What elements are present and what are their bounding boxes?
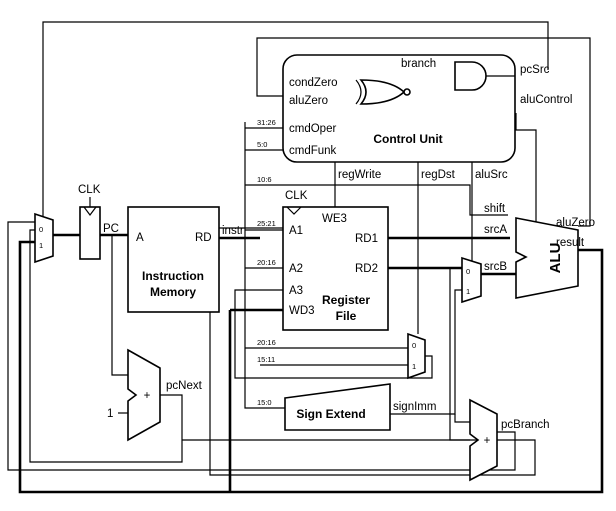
alucontrol-label: aluControl <box>520 94 572 106</box>
regdst-mux-input-0: 0 <box>412 341 416 350</box>
alu-title: ALU <box>547 243 564 274</box>
xnor-gate-back-curve <box>355 79 362 105</box>
field-15-11: 15:11 <box>257 355 275 364</box>
aluzero-cu-label: aluZero <box>289 95 328 107</box>
pcnext-label: pcNext <box>166 380 203 392</box>
signimm-label: signImm <box>393 401 436 413</box>
pcsrc-label: pcSrc <box>520 64 550 76</box>
srcb-mux-input-0: 0 <box>466 267 470 276</box>
rf-port-rd1: RD1 <box>355 233 378 245</box>
condzero-label: condZero <box>289 77 338 89</box>
branch-adder-plus: + <box>484 435 491 447</box>
pc-mux-input-1: 1 <box>39 241 43 250</box>
srca-label: srcA <box>484 224 507 236</box>
pc-adder <box>127 348 161 442</box>
regdst-mux <box>407 332 426 380</box>
srcb-label: srcB <box>484 261 507 273</box>
and-gate <box>454 61 487 91</box>
regdst-label: regDst <box>421 169 456 181</box>
pc-clock-triangle <box>83 206 97 216</box>
pc-mux <box>34 212 54 264</box>
aluzero-label: aluZero <box>556 217 595 229</box>
pc-label: PC <box>103 223 119 235</box>
alusrc-label: aluSrc <box>475 169 508 181</box>
field-20-16-a2: 20:16 <box>257 258 276 267</box>
sign-extend-title: Sign Extend <box>296 407 365 421</box>
shift-label: shift <box>484 203 506 215</box>
rf-port-a1: A1 <box>289 225 303 237</box>
sign-extend <box>284 383 391 431</box>
pc-clk-label: CLK <box>78 184 101 196</box>
regwrite-label: regWrite <box>338 169 381 181</box>
pc-adder-plus: + <box>144 390 151 402</box>
cmdoper-label: cmdOper <box>289 123 336 135</box>
xnor-gate-bubble <box>403 88 411 96</box>
field-31-26: 31:26 <box>257 118 276 127</box>
branch-label: branch <box>401 58 436 70</box>
rf-port-we3: WE3 <box>322 213 347 225</box>
field-5-0: 5:0 <box>257 140 267 149</box>
rf-clock-triangle <box>286 206 302 215</box>
pc-adder-const: 1 <box>107 408 113 420</box>
srcb-mux <box>461 256 482 304</box>
instruction-memory <box>127 206 220 313</box>
pcbranch-label: pcBranch <box>501 419 550 431</box>
regdst-mux-input-1: 1 <box>412 362 416 371</box>
instr-mem-title-line1: Instruction <box>142 269 204 283</box>
field-15-0: 15:0 <box>257 398 272 407</box>
result-label: result <box>556 237 585 249</box>
field-20-16-mux: 20:16 <box>257 338 276 347</box>
rf-title-line2: File <box>336 309 357 323</box>
instr-label: instr <box>222 225 244 237</box>
cmdfunk-label: cmdFunk <box>289 145 337 157</box>
instr-mem-title-line2: Memory <box>150 285 196 299</box>
rf-clk-label: CLK <box>285 190 308 202</box>
rf-port-a2: A2 <box>289 263 303 275</box>
instr-mem-port-rd: RD <box>195 232 212 244</box>
srcb-mux-input-1: 1 <box>466 287 470 296</box>
rf-port-wd3: WD3 <box>289 305 315 317</box>
pc-mux-input-0: 0 <box>39 225 43 234</box>
rf-port-a3: A3 <box>289 285 303 297</box>
register-file <box>282 206 389 331</box>
rf-title-line1: Register <box>322 293 370 307</box>
field-25-21: 25:21 <box>257 219 276 228</box>
rf-port-rd2: RD2 <box>355 263 378 275</box>
alu <box>515 217 579 299</box>
field-10-6: 10:6 <box>257 175 272 184</box>
instr-mem-port-a: A <box>136 232 144 244</box>
control-unit-title: Control Unit <box>373 132 442 146</box>
branch-adder <box>469 398 498 482</box>
xnor-gate <box>359 79 406 105</box>
